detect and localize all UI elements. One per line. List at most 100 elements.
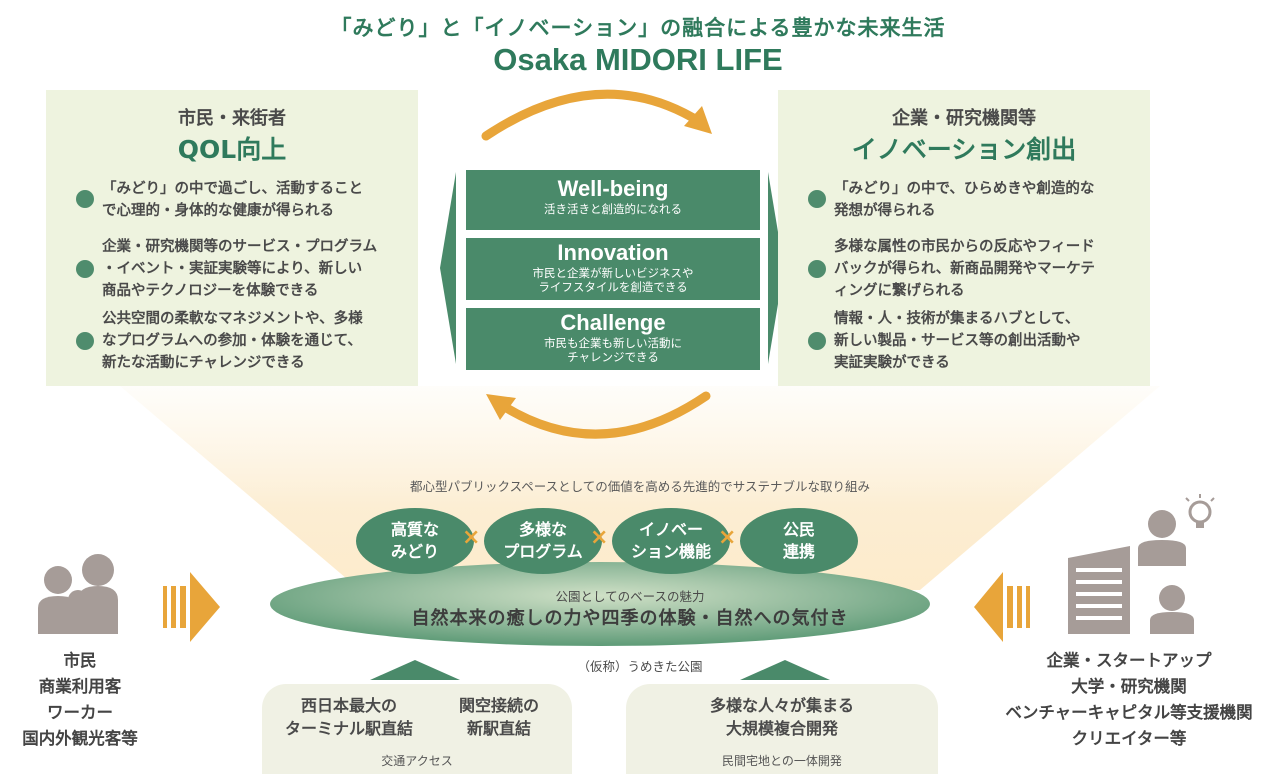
value-box-desc: 活き活きと創造的になれる [544, 202, 682, 216]
company-group: 大学・研究機関 [1071, 677, 1187, 696]
pillar-line: 公民 [782, 520, 815, 539]
bullet-line: バックが得られ、新商品開発やマーケテ [834, 261, 1095, 277]
footer-line: 多様な人々が集まる [709, 696, 854, 715]
park-name: （仮称）うめきた公園 [577, 659, 703, 674]
value-box-wellbeing: Well-being 活き活きと創造的になれる [466, 170, 760, 230]
value-box-innovation: Innovation 市民と企業が新しいビジネスや ライフスタイルを創造できる [466, 238, 760, 300]
footer-line: ターミナル駅直結 [284, 719, 413, 738]
citizen-group: 市民 [63, 651, 97, 670]
panel-citizens-heading: 市民・来街者 [178, 108, 286, 129]
bullet-line: なプログラムへの参加・体験を通じて、 [102, 333, 362, 349]
company-group: クリエイター等 [1071, 729, 1187, 748]
panel-companies-heading: 企業・研究機関等 [892, 108, 1036, 129]
chevron-left [440, 172, 456, 364]
pillar-line: みどり [390, 542, 439, 561]
footer-development-box: 多様な人々が集まる 大規模複合開発 民間宅地との一体開発 [626, 684, 938, 774]
pillar-line: イノベー [638, 520, 703, 539]
arrow-right-in [163, 572, 220, 642]
bullet-dot-icon [808, 260, 826, 278]
footer-transport-box: 西日本最大の ターミナル駅直結 関空接続の 新駅直結 交通アクセス [262, 684, 572, 774]
footer-line: 大規模複合開発 [725, 719, 838, 738]
citizen-groups-list: 市民 商業利用客 ワーカー 国内外観光客等 [0, 648, 160, 752]
development-label: 民間宅地との一体開発 [722, 754, 842, 768]
pillar-line: ション機能 [630, 542, 711, 561]
bullet-line: 新しい製品・サービス等の創出活動や [834, 333, 1081, 349]
times-icon: × [462, 525, 481, 550]
arrow-left-in [974, 572, 1030, 642]
cycle-arrowhead-top [684, 106, 712, 134]
pillar-line: プログラム [503, 542, 583, 561]
base-ellipse [270, 562, 930, 646]
transport-item-1: 西日本最大の ターミナル駅直結 [274, 694, 424, 740]
value-box-title: Challenge [560, 310, 666, 335]
citizen-group: 国内外観光客等 [22, 729, 138, 748]
panel-citizens-title: QOL向上 [177, 135, 287, 164]
times-icon: × [590, 525, 609, 550]
page-subtitle: 「みどり」と「イノベーション」の融合による豊かな未来生活 [330, 16, 946, 40]
company-bullet-3: 情報・人・技術が集まるハブとして、 新しい製品・サービス等の創出活動や 実証実験… [808, 308, 1143, 374]
cycle-arrowhead-bottom [486, 394, 516, 420]
bullet-line: 「みどり」の中で、ひらめきや創造的な [834, 181, 1095, 197]
bullet-dot-icon [76, 332, 94, 350]
triangle-right [740, 660, 830, 680]
bullet-dot-icon [76, 260, 94, 278]
cycle-arrow-top [481, 89, 705, 141]
times-icon: × [718, 525, 737, 550]
panel-citizens: 市民・来街者 QOL向上 「みどり」の中で過ごし、活動すること で心理的・身体的… [46, 90, 418, 386]
building-icon [1068, 546, 1130, 634]
value-box-desc: 市民と企業が新しいビジネスや [532, 266, 694, 280]
family-icon [38, 554, 118, 634]
citizen-bullet-2: 企業・研究機関等のサービス・プログラム ・イベント・実証実験等により、新しい 商… [76, 236, 411, 302]
development-item: 多様な人々が集まる 大規模複合開発 [626, 694, 938, 740]
cycle-arrow-bottom [495, 391, 711, 439]
value-box-desc: 市民も企業も新しい活動に [544, 336, 682, 350]
value-box-desc: チャレンジできる [567, 350, 659, 364]
value-box-title: Well-being [557, 176, 669, 201]
pillar-greenery: 高質なみどり [356, 508, 474, 574]
citizen-bullet-1: 「みどり」の中で過ごし、活動すること で心理的・身体的な健康が得られる [76, 178, 411, 222]
bullet-line: 発想が得られる [834, 203, 936, 219]
bullet-line: 情報・人・技術が集まるハブとして、 [834, 311, 1080, 327]
company-group: ベンチャーキャピタル等支援機関 [1005, 703, 1253, 722]
pillar-programs: 多様なプログラム [484, 508, 602, 574]
citizen-group: 商業利用客 [38, 677, 122, 696]
citizen-group: ワーカー [47, 703, 113, 722]
bullet-line: ・イベント・実証実験等により、新しい [102, 261, 363, 277]
pillar-innovation: イノベーション機能 [612, 508, 730, 574]
footer-line: 新駅直結 [466, 719, 531, 738]
value-box-desc: ライフスタイルを創造できる [538, 280, 688, 294]
bullet-line: で心理的・身体的な健康が得られる [102, 203, 334, 219]
bullet-dot-icon [808, 332, 826, 350]
base-appeal-text: 自然本来の癒しの力や四季の体験・自然への気付き [411, 608, 849, 629]
footer-line: 西日本最大の [300, 696, 397, 715]
company-group: 企業・スタートアップ [1046, 651, 1212, 670]
company-bullet-2: 多様な属性の市民からの反応やフィード バックが得られ、新商品開発やマーケテ ィン… [808, 236, 1143, 302]
bullet-line: 新たな活動にチャレンジできる [102, 355, 305, 371]
value-box-challenge: Challenge 市民も企業も新しい活動に チャレンジできる [466, 308, 760, 370]
chevron-right [768, 172, 784, 364]
company-groups-list: 企業・スタートアップ 大学・研究機関 ベンチャーキャピタル等支援機関 クリエイタ… [984, 648, 1274, 752]
person-idea-icon [1138, 494, 1215, 566]
pillar-line: 多様な [518, 520, 567, 539]
bullet-line: 商品やテクノロジーを体験できる [102, 283, 319, 299]
base-appeal-label: 公園としてのベースの魅力 [555, 589, 705, 604]
panel-companies: 企業・研究機関等 イノベーション創出 「みどり」の中で、ひらめきや創造的な 発想… [778, 90, 1150, 386]
transport-label: 交通アクセス [381, 754, 453, 768]
bullet-line: 公共空間の柔軟なマネジメントや、多様 [102, 311, 363, 327]
value-box-title: Innovation [557, 240, 669, 265]
pillar-line: 連携 [782, 542, 815, 561]
company-bullet-1: 「みどり」の中で、ひらめきや創造的な 発想が得られる [808, 178, 1143, 222]
bullet-line: 企業・研究機関等のサービス・プログラム [102, 239, 378, 255]
bullet-line: ィングに繋げられる [834, 283, 965, 299]
bullet-line: 多様な属性の市民からの反応やフィード [834, 239, 1095, 255]
citizen-bullet-3: 公共空間の柔軟なマネジメントや、多様 なプログラムへの参加・体験を通じて、 新た… [76, 308, 411, 374]
footer-line: 関空接続の [458, 696, 539, 715]
pillar-line: 高質な [390, 520, 439, 539]
bullet-line: 実証実験ができる [834, 355, 950, 371]
transport-item-2: 関空接続の 新駅直結 [434, 694, 564, 740]
bullet-dot-icon [808, 190, 826, 208]
page-title: Osaka MIDORI LIFE [493, 42, 783, 77]
sustainable-initiatives-label: 都心型パブリックスペースとしての価値を高める先進的でサステナブルな取り組み [409, 479, 870, 494]
person-icon [1150, 585, 1194, 634]
bullet-line: 「みどり」の中で過ごし、活動すること [102, 181, 363, 197]
